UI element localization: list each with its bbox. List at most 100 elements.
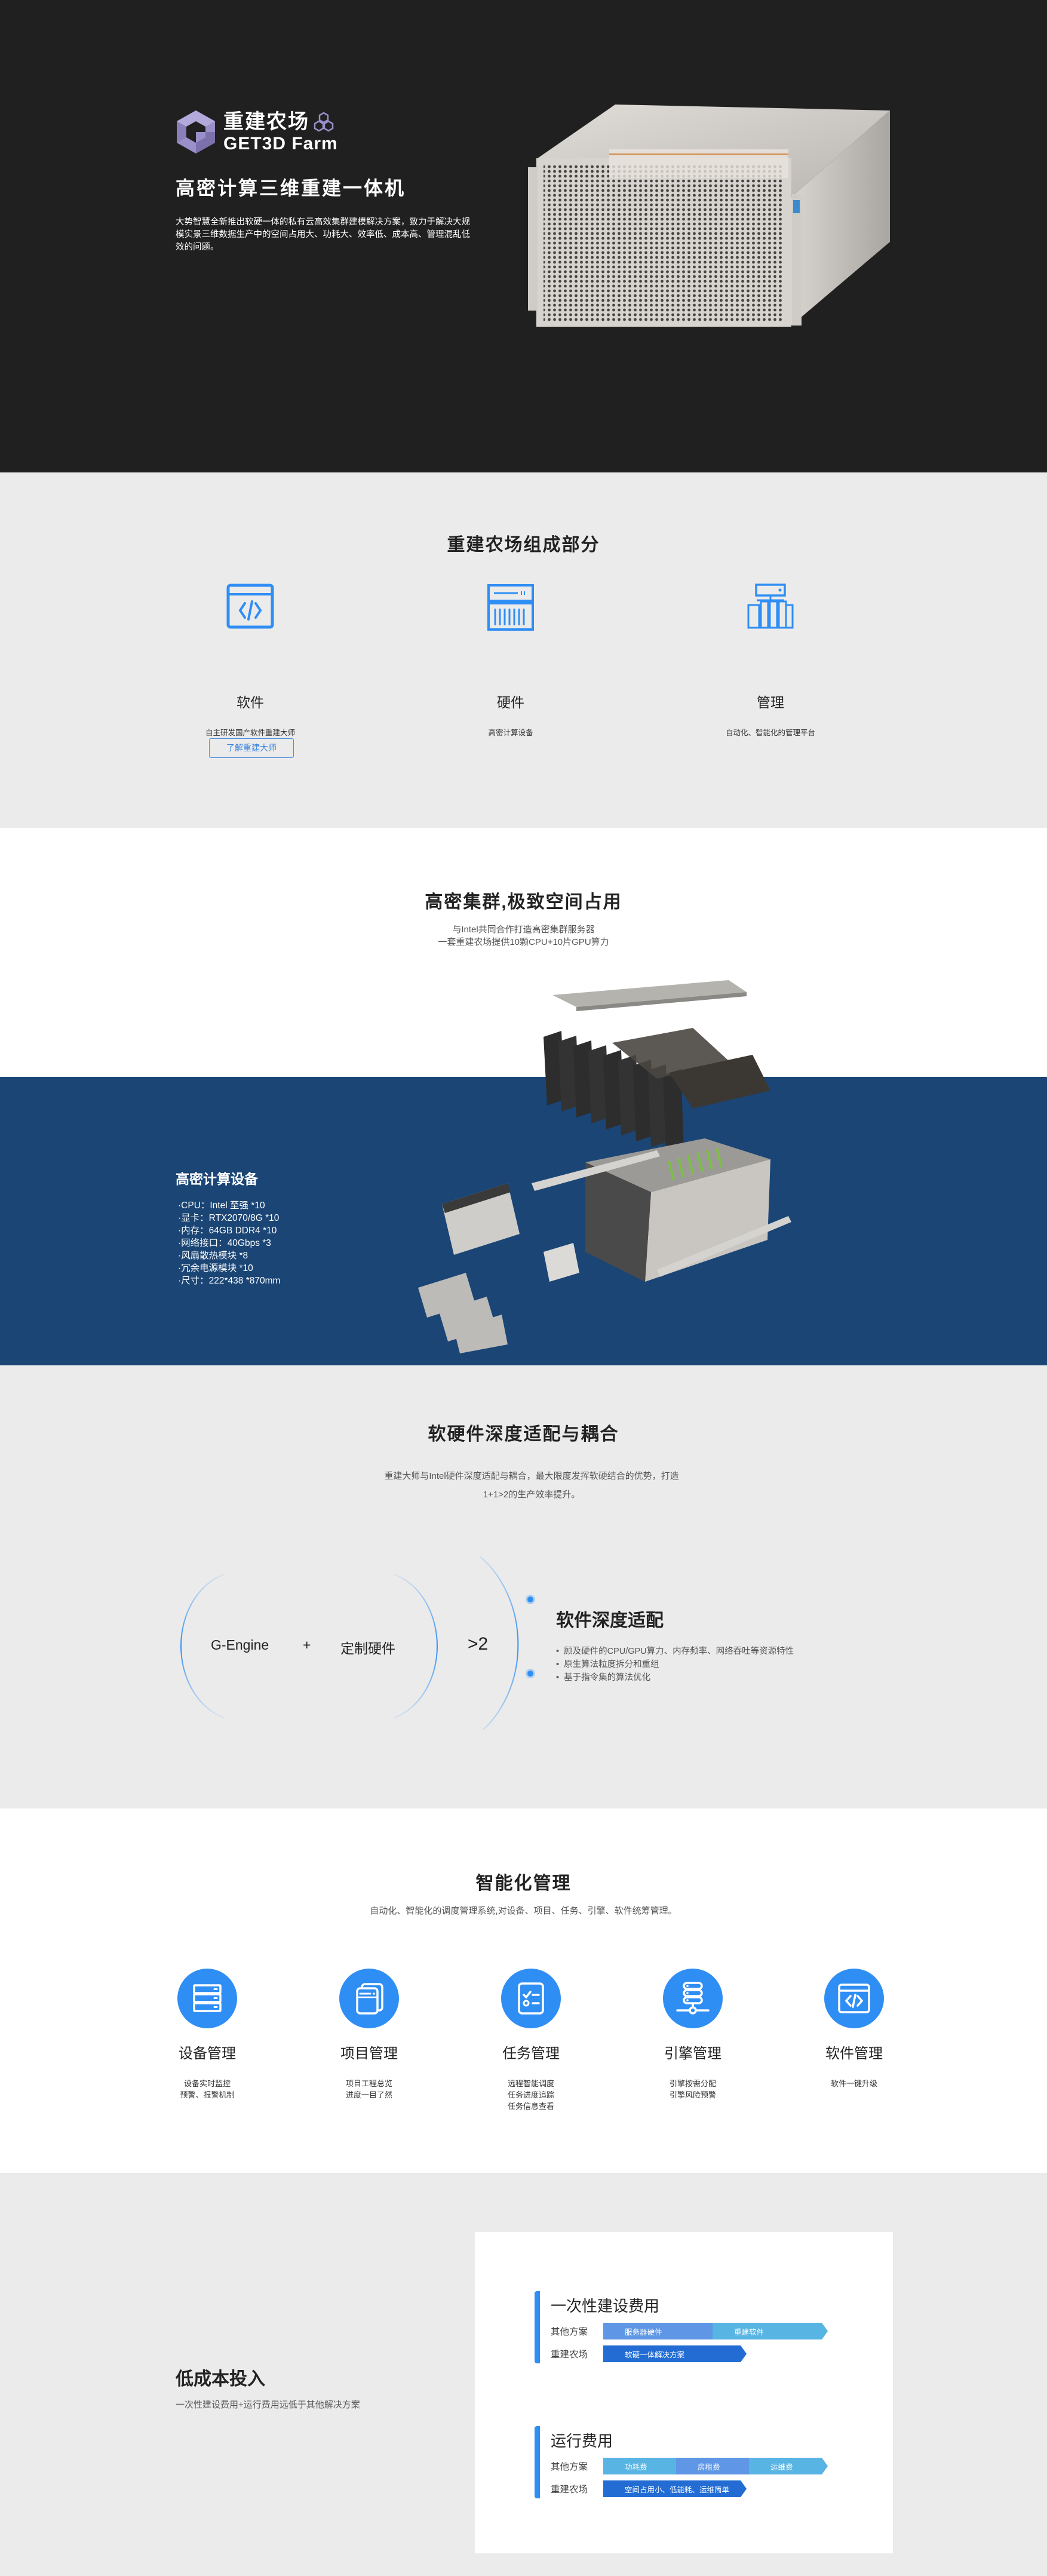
mgmt-item-engine[interactable]: 引擎管理 引擎按需分配 引擎风险预警 <box>633 1969 753 2101</box>
adapt-title: 软硬件深度适配与耦合 <box>428 1424 619 1444</box>
g-cube-logo-icon <box>177 110 215 153</box>
mgmt-sub-line: 引擎按需分配 <box>669 2079 716 2088</box>
segment-rent-cost: 房租费 <box>676 2458 749 2474</box>
hexagon-cluster-icon <box>314 112 334 132</box>
logo-cn-text: 重建农场 <box>223 110 309 133</box>
spec-item: ·CPU：Intel 至强 *10 <box>178 1201 265 1211</box>
mgmt-sub-line: 任务信息查看 <box>507 2102 554 2111</box>
segment-power-cost: 功耗费 <box>603 2458 676 2474</box>
adapt-bullet-list: 顾及硬件的CPU/GPU算力、内存频率、网络吞吐等资源特性 原生算法粒度拆分和重… <box>556 1645 794 1684</box>
database-network-icon <box>676 1982 710 2015</box>
mgmt-item-device[interactable]: 设备管理 设备实时监控 预警、报警机制 <box>148 1969 267 2101</box>
arrow-tip <box>822 2458 828 2474</box>
documents-icon <box>356 1983 383 2015</box>
cost-row-other: 其他方案 功耗费 房租费 运维费 <box>551 2458 828 2474</box>
row-label: 其他方案 <box>551 2462 588 2472</box>
row-label: 重建农场 <box>551 2350 588 2360</box>
equation-g-engine: G-Engine <box>211 1637 269 1653</box>
components-title: 重建农场组成部分 <box>447 535 600 555</box>
mgmt-label: 设备管理 <box>179 2046 236 2062</box>
component-software: 软件 自主研发国产软件重建大师 <box>173 584 328 738</box>
management-section: 智能化管理 自动化、智能化的调度管理系统,对设备、项目、任务、引擎、软件统筹管理… <box>0 1809 1047 2173</box>
cost-description: 一次性建设费用+运行费用远低于其他解决方案 <box>176 2400 360 2410</box>
hero-title: 高密计算三维重建一体机 <box>176 177 406 199</box>
mgmt-sub-line: 引擎风险预警 <box>669 2090 716 2099</box>
server-chassis-image <box>528 105 890 327</box>
cost-section: 低成本投入 一次性建设费用+运行费用远低于其他解决方案 一次性建设费用 其他方案… <box>0 2173 1047 2576</box>
component-hardware: 硬件 高密计算设备 <box>433 584 588 738</box>
logo-en-text: GET3D Farm <box>223 134 338 153</box>
hero-description: 大势智慧全新推出软硬一体的私有云高效集群建模解决方案，致力于解决大规模实景三维数… <box>176 217 470 252</box>
hero-section: 重建农场 GET3D Farm 高密计算三维重建一体机 大势智慧全新推出软硬一体… <box>0 0 1047 472</box>
segment-farm-advantage: 空间占用小、低能耗、运维简单 <box>603 2480 741 2497</box>
spec-item: ·显卡：RTX2070/8G *10 <box>178 1213 280 1223</box>
code-window-icon <box>838 1984 870 2013</box>
row-label: 其他方案 <box>551 2327 588 2337</box>
component-sub: 自主研发国产软件重建大师 <box>205 729 295 737</box>
dense-sub-line-2: 一套重建农场提供10颗CPU+10片GPU算力 <box>438 937 609 947</box>
server-rack-icon <box>487 584 534 631</box>
adaptation-diagram <box>180 1556 535 1730</box>
mgmt-sub-line: 软件一键升级 <box>830 2079 877 2088</box>
cost-row-farm: 重建农场 软硬一体解决方案 <box>551 2345 747 2362</box>
adapt-bullet: 顾及硬件的CPU/GPU算力、内存频率、网络吞吐等资源特性 <box>556 1645 794 1658</box>
spec-list: ·CPU：Intel 至强 *10 ·显卡：RTX2070/8G *10 ·内存… <box>178 1199 280 1287</box>
row-label: 重建农场 <box>551 2485 588 2495</box>
adapt-bullet: 基于指令集的算法优化 <box>556 1671 794 1684</box>
spec-item: ·内存：64GB DDR4 *10 <box>178 1226 277 1236</box>
spec-item: ·网络接口：40Gbps *3 <box>178 1238 271 1248</box>
mgmt-sub-line: 预警、报警机制 <box>180 2090 235 2099</box>
cost-row-other: 其他方案 服务器硬件 重建软件 <box>551 2323 828 2339</box>
cost-block-title: 运行费用 <box>551 2432 613 2450</box>
segment-maintenance-cost: 运维费 <box>749 2458 822 2474</box>
mgmt-sub-line: 项目工程总览 <box>345 2079 392 2088</box>
equation-result: >2 <box>468 1634 489 1654</box>
brand-logo[interactable]: 重建农场 GET3D Farm <box>176 109 338 155</box>
equation-custom-hardware: 定制硬件 <box>340 1641 395 1656</box>
mgmt-item-task[interactable]: 任务管理 远程智能调度 任务进度追踪 任务信息查看 <box>471 1969 591 2112</box>
component-label: 管理 <box>757 695 784 710</box>
mgmt-item-project[interactable]: 项目管理 项目工程总览 进度一目了然 <box>309 1969 429 2101</box>
dense-cluster-section: 高密集群,极致空间占用 与Intel共同合作打造高密集群服务器 一套重建农场提供… <box>0 828 1047 1365</box>
spec-title: 高密计算设备 <box>176 1171 258 1187</box>
equation-plus: + <box>303 1637 311 1653</box>
network-hierarchy-icon <box>747 584 794 629</box>
component-management: 管理 自动化、智能化的管理平台 <box>693 584 848 738</box>
spec-item: ·尺寸：222*438 *870mm <box>178 1276 281 1286</box>
checklist-icon <box>518 1982 544 2015</box>
mgmt-label: 引擎管理 <box>664 2046 721 2062</box>
accent-bar <box>535 2291 540 2363</box>
arrow-tip <box>741 2345 747 2362</box>
server-stack-icon <box>193 1984 222 2012</box>
mgmt-sub-line: 进度一目了然 <box>345 2090 392 2099</box>
cost-block-title: 一次性建设费用 <box>551 2297 660 2315</box>
mgmt-sub-line: 任务进度追踪 <box>507 2090 554 2099</box>
arrow-tip <box>822 2323 828 2339</box>
learn-more-button[interactable]: 了解重建大师 <box>209 738 294 758</box>
cost-row-farm: 重建农场 空间占用小、低能耗、运维简单 <box>551 2480 747 2497</box>
mgmt-label: 任务管理 <box>502 2046 560 2062</box>
exploded-server-image <box>418 980 791 1353</box>
arrow-tip <box>741 2480 747 2497</box>
mgmt-sub-line: 远程智能调度 <box>507 2079 554 2088</box>
component-sub: 高密计算设备 <box>488 729 533 737</box>
component-label: 软件 <box>237 695 264 710</box>
accent-bar <box>535 2426 540 2498</box>
adaptation-section: 软硬件深度适配与耦合 重建大师与Intel硬件深度适配与耦合，最大限度发挥软硬结… <box>0 1365 1047 1809</box>
segment-reconstruction-software: 重建软件 <box>713 2323 822 2339</box>
mgmt-label: 软件管理 <box>825 2046 883 2062</box>
dense-sub-line-1: 与Intel共同合作打造高密集群服务器 <box>452 925 595 935</box>
cost-comparison-card: 一次性建设费用 其他方案 服务器硬件 重建软件 重建农场 软硬一体解决方案 运行… <box>475 2232 893 2553</box>
components-section: 重建农场组成部分 软件 自主研发国产软件重建大师 <box>0 472 1047 828</box>
component-label: 硬件 <box>497 695 524 710</box>
mgmt-item-software[interactable]: 软件管理 软件一键升级 <box>794 1969 914 2089</box>
spec-item: ·风扇散热模块 *8 <box>178 1251 248 1261</box>
code-window-icon <box>226 584 274 629</box>
segment-server-hardware: 服务器硬件 <box>603 2323 713 2339</box>
adapt-right-title: 软件深度适配 <box>556 1611 664 1631</box>
mgmt-description: 自动化、智能化的调度管理系统,对设备、项目、任务、引擎、软件统筹管理。 <box>370 1906 677 1916</box>
adapt-bullet: 原生算法粒度拆分和重组 <box>556 1658 794 1671</box>
mgmt-title: 智能化管理 <box>475 1874 572 1893</box>
mgmt-sub-line: 设备实时监控 <box>183 2079 231 2088</box>
mgmt-label: 项目管理 <box>340 2046 398 2062</box>
